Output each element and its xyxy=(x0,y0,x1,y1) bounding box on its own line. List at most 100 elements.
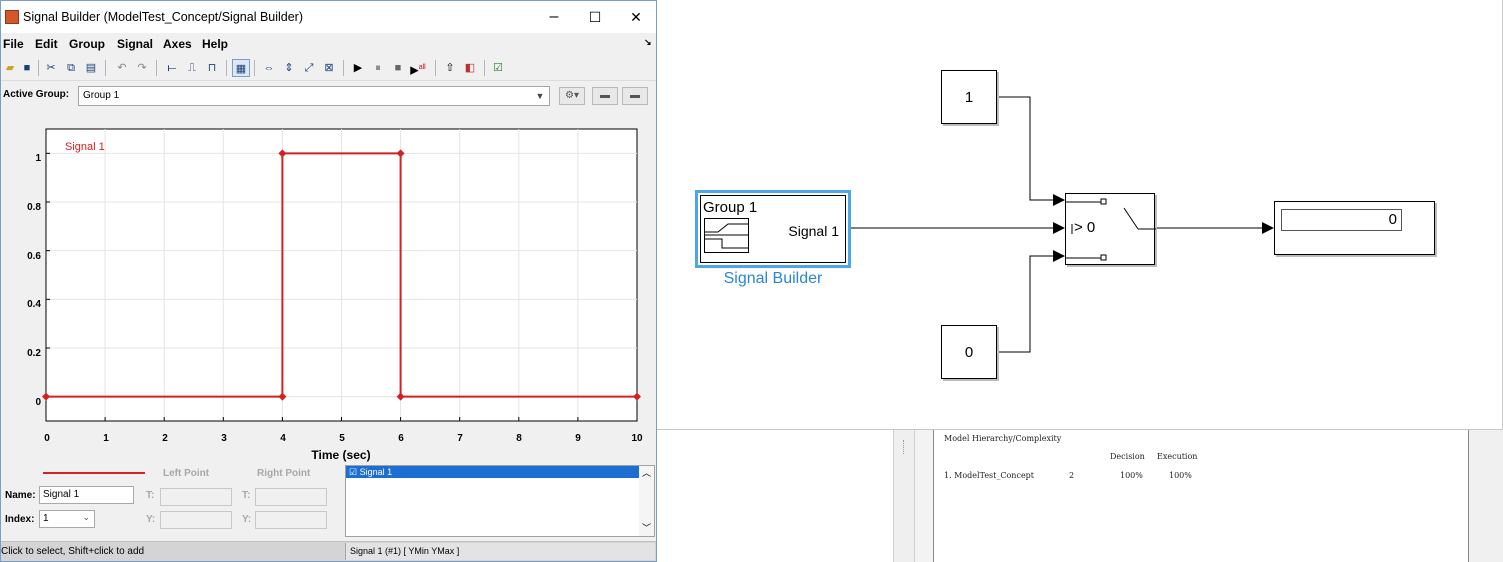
undo-icon[interactable]: ↶ xyxy=(117,62,127,74)
model-icon[interactable]: ◧ xyxy=(464,62,476,74)
y-tick-label: 0.8 xyxy=(27,202,41,213)
x-tick-label: 10 xyxy=(631,433,643,444)
constant-value: 0 xyxy=(964,343,974,361)
menu-signal[interactable]: Signal xyxy=(117,37,154,51)
copy-icon[interactable]: ⧉ xyxy=(67,62,75,74)
x-tick-label: 2 xyxy=(162,433,168,444)
signal-line-sample[interactable] xyxy=(43,472,145,474)
status-signal-info: Signal 1 (#1) [ YMin YMax ] xyxy=(345,543,655,560)
report-row-execution: 100% xyxy=(1169,471,1192,480)
y-tick-label: 1 xyxy=(35,153,41,164)
signal-point[interactable] xyxy=(42,392,50,401)
zoom-x-icon[interactable]: ⇔ xyxy=(263,62,275,74)
title-bar[interactable]: Signal Builder (ModelTest_Concept/Signal… xyxy=(1,1,656,33)
signal-point[interactable] xyxy=(396,392,405,401)
signal-chart[interactable] xyxy=(1,111,656,451)
menu-edit[interactable]: Edit xyxy=(35,37,58,51)
signal-builder-name[interactable]: Signal Builder xyxy=(723,270,823,287)
signal-point[interactable] xyxy=(278,392,287,401)
left-y-input[interactable] xyxy=(160,511,232,529)
group-move-left-button[interactable]: ▬ xyxy=(592,87,618,105)
signal-name-value: Signal 1 xyxy=(43,489,80,500)
y-tick-label: 0.6 xyxy=(27,251,41,262)
constant-block-0[interactable]: 0 xyxy=(941,325,997,379)
group-settings-button[interactable]: ⚙▾ xyxy=(559,87,585,105)
switch-icon xyxy=(1066,198,1156,261)
signal-point[interactable] xyxy=(396,149,405,158)
y-tick-label: 0.2 xyxy=(27,348,41,359)
menu-axes[interactable]: Axes xyxy=(163,37,192,51)
zoom-xy-icon[interactable]: ⤢ xyxy=(304,62,314,74)
grid-icon[interactable]: ▦ xyxy=(232,59,250,77)
cut-icon[interactable]: ✂ xyxy=(46,62,56,74)
constant-block-1[interactable]: 1 xyxy=(941,70,997,124)
chevron-down-icon[interactable]: ⌄ xyxy=(82,512,90,522)
menu-group[interactable]: Group xyxy=(69,37,105,51)
stop-icon[interactable]: ■ xyxy=(394,62,402,74)
right-t-input[interactable] xyxy=(255,488,327,506)
constant-signal-icon[interactable]: ⟝ xyxy=(167,62,177,74)
play-all-icon[interactable]: ▶all xyxy=(410,64,426,77)
signal-editor-panel: Left Point Right Point Name: Signal 1 T:… xyxy=(1,461,656,541)
signal-wires xyxy=(851,96,1274,353)
x-tick-label: 7 xyxy=(457,433,463,444)
chevron-down-icon[interactable]: ﹀ xyxy=(642,523,652,533)
left-t-input[interactable] xyxy=(160,488,232,506)
menu-file[interactable]: File xyxy=(3,37,24,51)
index-value: 1 xyxy=(43,513,49,524)
index-select[interactable]: 1 ⌄ xyxy=(39,510,95,528)
redo-icon[interactable]: ↷ xyxy=(137,62,147,74)
active-group-value: Group 1 xyxy=(83,90,120,101)
x-tick-label: 0 xyxy=(44,433,50,444)
chevron-up-icon[interactable]: ︿ xyxy=(642,468,652,478)
switch-threshold-label: > 0 xyxy=(1074,219,1096,236)
signal-point[interactable] xyxy=(633,392,641,401)
paste-icon[interactable]: ▤ xyxy=(85,62,97,74)
verify-icon[interactable]: ☑ xyxy=(493,62,503,74)
open-icon[interactable]: ▰ xyxy=(5,62,15,74)
arrow-switch-top xyxy=(1053,194,1065,206)
toolbar-separator xyxy=(226,60,227,76)
play-icon[interactable]: ▶ xyxy=(353,62,363,74)
switch-block[interactable]: > 0 xyxy=(1065,193,1156,265)
signal-list-scrollbar[interactable]: ︿ ﹀ xyxy=(639,466,654,536)
menu-dock-icon[interactable]: ↘ xyxy=(644,37,652,47)
right-y-input[interactable] xyxy=(255,511,327,529)
y-tick-label: 0.4 xyxy=(27,299,41,310)
up-arrow-icon[interactable]: ⇧ xyxy=(445,62,455,74)
simulink-canvas[interactable]: 1 0 Group 1 Signal 1 Signal Builder > 0 xyxy=(655,0,1503,430)
left-t-label: T: xyxy=(146,490,155,501)
zoom-y-icon[interactable]: ⇕ xyxy=(284,62,294,74)
save-icon[interactable]: ■ xyxy=(23,62,31,74)
menu-help[interactable]: Help xyxy=(202,37,229,51)
signal-1-line[interactable] xyxy=(46,152,637,398)
signal-plot-label[interactable]: Signal 1 xyxy=(65,141,105,153)
signal-list[interactable]: ☑ Signal 1 ︿ ﹀ xyxy=(345,465,655,537)
report-row-complexity: 2 xyxy=(1069,471,1075,480)
x-tick-label: 6 xyxy=(398,433,404,444)
right-t-label: T: xyxy=(242,490,251,501)
maximize-button[interactable]: ☐ xyxy=(588,9,602,25)
signal-builder-block[interactable]: Group 1 Signal 1 xyxy=(695,190,851,268)
pulse-signal-icon[interactable]: ⊓ xyxy=(207,62,217,74)
signal-list-item[interactable]: ☑ Signal 1 xyxy=(346,466,639,478)
report-row-name: 1. ModelTest_Concept xyxy=(944,471,1035,480)
x-tick-label: 3 xyxy=(221,433,227,444)
active-group-select[interactable]: Group 1 ▼ xyxy=(78,86,550,106)
group-move-right-button[interactable]: ▬ xyxy=(622,87,648,105)
toolbar: ▰ ■ ✂ ⧉ ▤ ↶ ↷ ⟝ ⎍ ⊓ ▦ ⇔ ⇕ ⤢ ⊠ ▶ ⏸ ■ ▶all… xyxy=(1,55,656,81)
fit-view-icon[interactable]: ⊠ xyxy=(324,62,334,74)
display-block[interactable]: 0 xyxy=(1274,201,1435,255)
report-splitter[interactable] xyxy=(893,430,915,562)
pause-icon[interactable]: ⏸ xyxy=(375,62,381,74)
chevron-down-icon[interactable]: ▼ xyxy=(535,91,545,101)
signal-point[interactable] xyxy=(278,149,287,158)
report-col-execution: Execution xyxy=(1157,452,1198,461)
minimize-button[interactable]: – xyxy=(549,8,559,25)
close-button[interactable]: ✕ xyxy=(630,9,642,25)
grip-icon xyxy=(903,440,905,454)
step-signal-icon[interactable]: ⎍ xyxy=(188,62,196,74)
signal-plot-area[interactable]: Signal 1 1 0.8 0.6 0.4 0.2 0 0 1 2 3 4 5… xyxy=(1,111,656,466)
signal-name-input[interactable]: Signal 1 xyxy=(39,486,134,504)
arrow-switch-bottom xyxy=(1053,250,1065,262)
